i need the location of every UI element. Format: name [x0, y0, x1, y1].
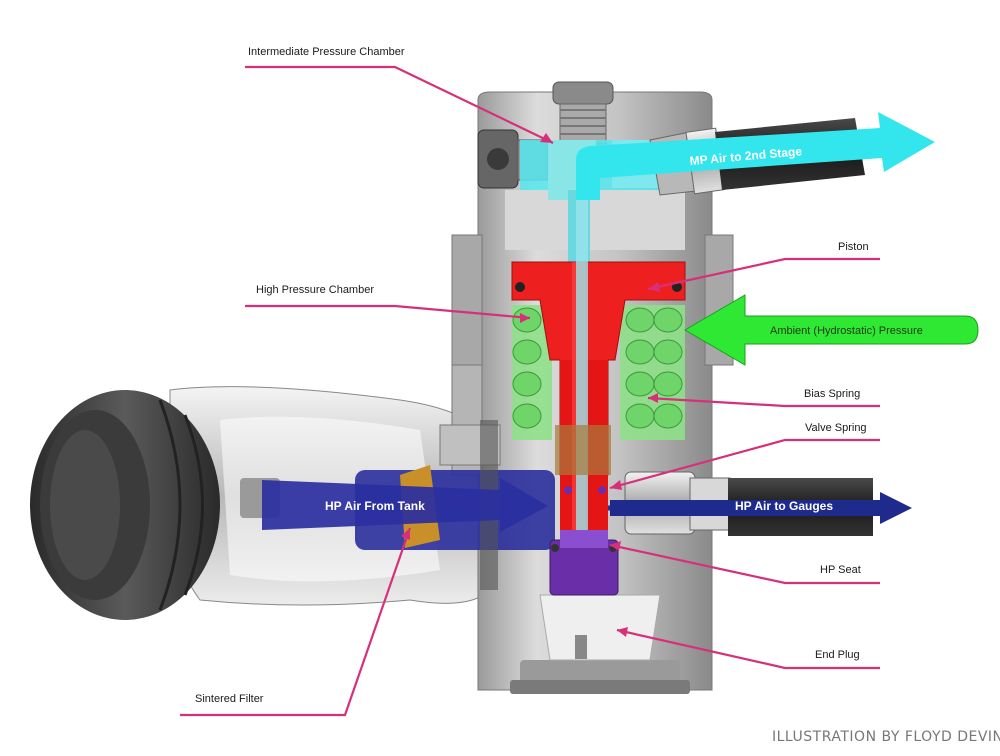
- bias-spring: [512, 305, 685, 440]
- leader-sintered-filter: [180, 527, 412, 717]
- label-sintered-filter: Sintered Filter: [195, 693, 264, 705]
- leader-high-pressure: [245, 304, 531, 320]
- ambient-pressure-label: Ambient (Hydrostatic) Pressure: [770, 325, 923, 337]
- leader-intermediate-pressure: [245, 65, 554, 144]
- hp-from-tank-label: HP Air From Tank: [325, 499, 425, 513]
- label-intermediate-pressure-chamber: Intermediate Pressure Chamber: [248, 46, 405, 58]
- mp-air-arrow: MP Air to 2nd Stage: [576, 112, 935, 200]
- leader-valve-spring: [609, 438, 880, 490]
- label-valve-spring: Valve Spring: [805, 422, 867, 434]
- leader-end-plug: [616, 628, 880, 670]
- leader-lines: [180, 65, 880, 717]
- label-hp-seat: HP Seat: [820, 564, 861, 576]
- ambient-pressure-arrow: Ambient (Hydrostatic) Pressure: [684, 294, 979, 366]
- label-high-pressure-chamber: High Pressure Chamber: [256, 284, 374, 296]
- hp-to-gauges-label: HP Air to Gauges: [735, 499, 833, 513]
- spacer: [555, 425, 611, 475]
- leader-bias-spring: [647, 396, 880, 408]
- label-piston: Piston: [838, 241, 869, 253]
- label-end-plug: End Plug: [815, 649, 860, 661]
- illustration-credit: ILLUSTRATION BY FLOYD DEVINE: [772, 729, 1000, 745]
- piston-bore: [576, 200, 588, 530]
- hp-to-gauges-arrow: HP Air to Gauges: [610, 492, 912, 524]
- yoke-knob: [30, 390, 220, 620]
- leader-arrowheads: [401, 133, 660, 637]
- hp-from-tank-arrow: HP Air From Tank: [262, 478, 548, 532]
- label-bias-spring: Bias Spring: [804, 388, 860, 400]
- leader-hp-seat: [609, 543, 880, 585]
- leader-piston: [647, 257, 880, 291]
- top-plug: [552, 81, 614, 145]
